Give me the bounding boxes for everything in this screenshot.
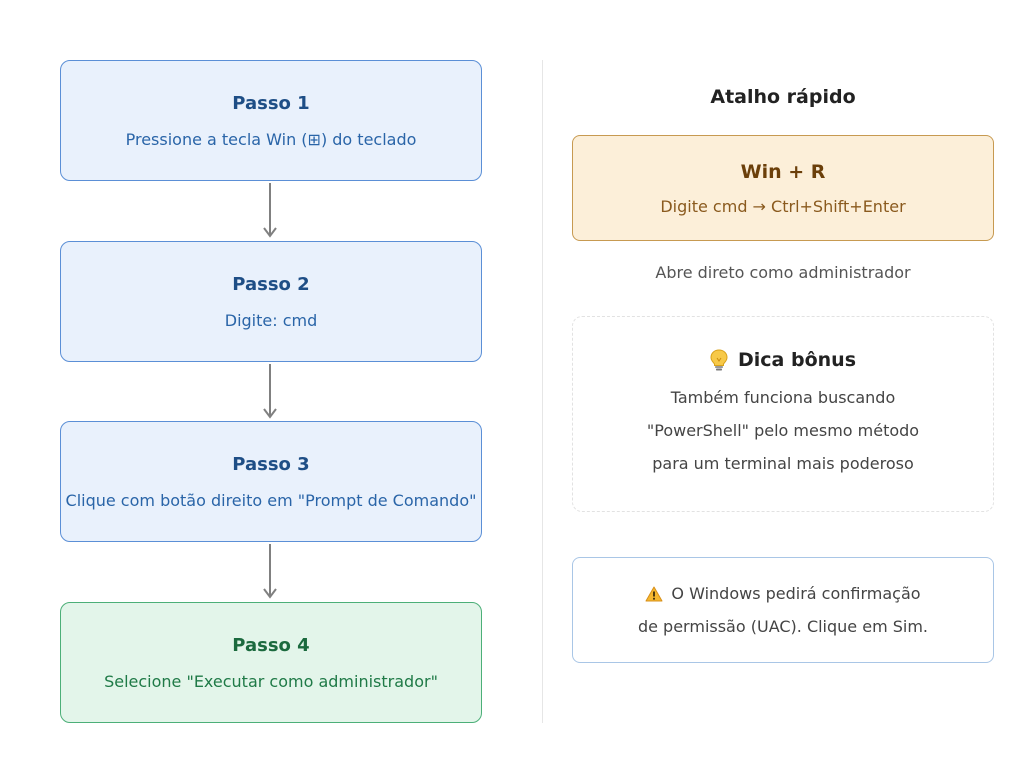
- step-4-box: Passo 4 Selecione "Executar como adminis…: [60, 602, 482, 723]
- step-2-title: Passo 2: [232, 273, 310, 295]
- warning-line-1-row: O Windows pedirá confirmação: [645, 577, 921, 610]
- step-3-title: Passo 3: [232, 453, 310, 475]
- tip-title: Dica bônus: [738, 348, 856, 371]
- uac-warning-box: O Windows pedirá confirmação de permissã…: [572, 557, 994, 663]
- arrow-down-icon: [263, 364, 277, 419]
- step-3-description: Clique com botão direito em "Prompt de C…: [65, 490, 477, 510]
- warning-line-2: de permissão (UAC). Clique em Sim.: [637, 617, 929, 636]
- step-1-box: Passo 1 Pressione a tecla Win (⊞) do tec…: [60, 60, 482, 181]
- arrow-down-icon: [263, 183, 277, 238]
- shortcut-sequence: Digite cmd → Ctrl+Shift+Enter: [660, 196, 906, 216]
- tip-header: Dica bônus: [710, 349, 856, 371]
- step-1-title: Passo 1: [232, 92, 310, 114]
- step-3-box: Passo 3 Clique com botão direito em "Pro…: [60, 421, 482, 542]
- warning-line-1: O Windows pedirá confirmação: [671, 584, 921, 603]
- step-4-title: Passo 4: [232, 634, 310, 656]
- tip-line-3: para um terminal mais poderoso: [652, 453, 914, 473]
- shortcut-heading: Atalho rápido: [710, 86, 856, 108]
- tip-line-1: Também funciona buscando: [670, 387, 896, 407]
- step-2-box: Passo 2 Digite: cmd: [60, 241, 482, 362]
- shortcut-box: Win + R Digite cmd → Ctrl+Shift+Enter: [572, 135, 994, 241]
- tip-line-2: "PowerShell" pelo mesmo método: [646, 420, 920, 440]
- shortcut-keys: Win + R: [740, 160, 826, 183]
- column-divider: [542, 60, 543, 723]
- arrow-down-icon: [263, 544, 277, 599]
- bonus-tip-box: Dica bônus Também funciona buscando "Pow…: [572, 316, 994, 512]
- shortcut-note: Abre direto como administrador: [655, 263, 911, 282]
- step-1-description: Pressione a tecla Win (⊞) do teclado: [125, 129, 417, 149]
- warning-icon: [645, 586, 663, 602]
- step-4-description: Selecione "Executar como administrador": [104, 671, 438, 691]
- lightbulb-icon: [710, 348, 728, 371]
- step-2-description: Digite: cmd: [224, 310, 318, 330]
